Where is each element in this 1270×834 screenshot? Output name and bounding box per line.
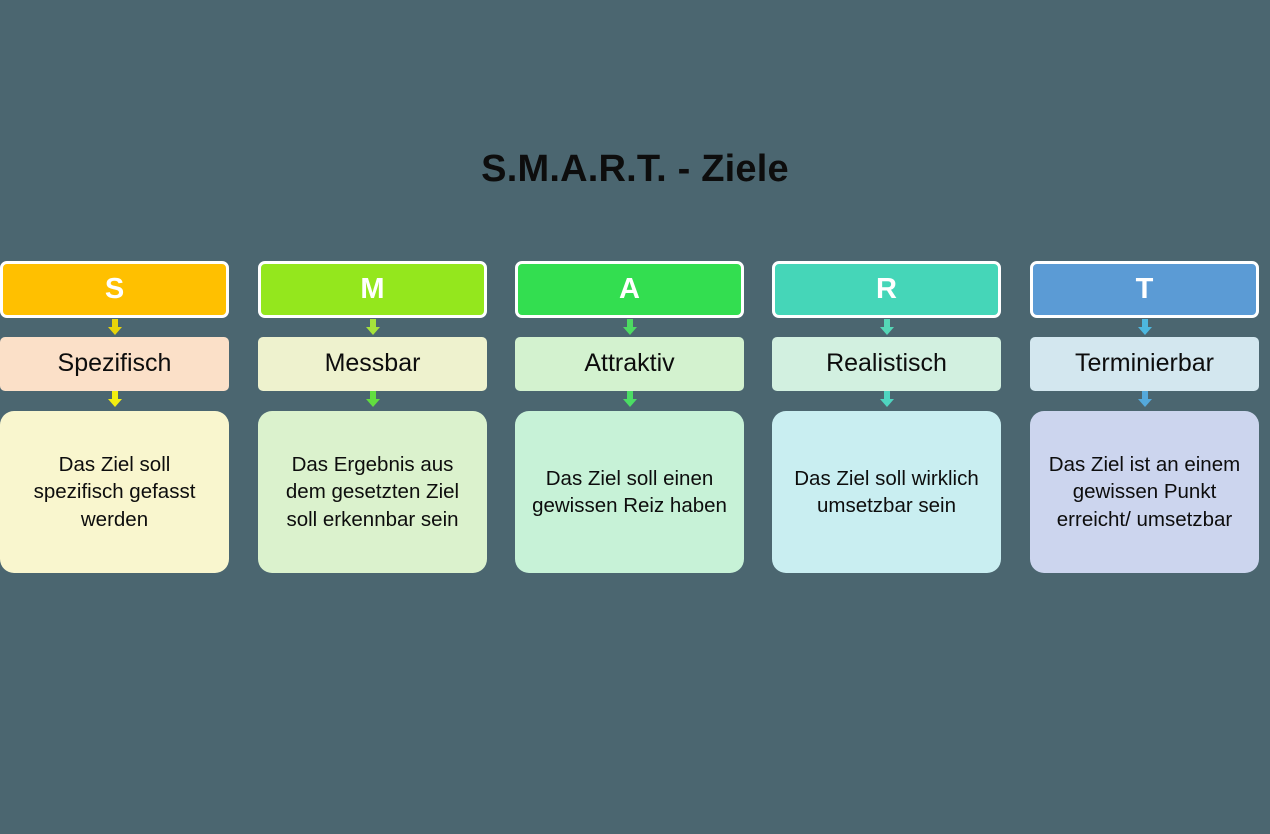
- arrow-down-icon-s-2: [107, 391, 122, 407]
- letter-label-m: M: [360, 273, 385, 305]
- term-label-s: Spezifisch: [57, 349, 172, 378]
- description-text-a: Das Ziel soll einen gewissen Reiz haben: [532, 466, 727, 517]
- letter-label-t: T: [1135, 273, 1154, 305]
- letter-box-r[interactable]: R: [772, 261, 1001, 318]
- arrow-down-icon-t-2: [1137, 391, 1152, 407]
- smart-column-r: R Realistisch Das Ziel soll wirklich ums…: [772, 261, 1001, 573]
- smart-column-a: A Attraktiv Das Ziel soll einen gewissen…: [515, 261, 744, 573]
- arrow-down-icon-a-1: [622, 319, 637, 335]
- letter-box-t[interactable]: T: [1030, 261, 1259, 318]
- letter-label-r: R: [876, 273, 897, 305]
- description-box-m[interactable]: Das Ergebnis aus dem gesetzten Ziel soll…: [258, 411, 487, 573]
- term-box-m[interactable]: Messbar: [258, 337, 487, 391]
- page-title: S.M.A.R.T. - Ziele: [481, 148, 789, 190]
- letter-label-s: S: [104, 273, 125, 305]
- term-label-m: Messbar: [324, 349, 421, 378]
- smart-columns: S Spezifisch Das Ziel soll spezifisch ge…: [0, 261, 1270, 573]
- smart-column-t: T Terminierbar Das Ziel ist an einem gew…: [1030, 261, 1259, 573]
- description-text-r: Das Ziel soll wirklich umsetzbar sein: [794, 466, 979, 517]
- description-box-t[interactable]: Das Ziel ist an einem gewissen Punkt err…: [1030, 411, 1259, 573]
- arrow-down-icon-a-2: [622, 391, 637, 407]
- letter-label-a: A: [619, 273, 640, 305]
- smart-column-s: S Spezifisch Das Ziel soll spezifisch ge…: [0, 261, 229, 573]
- term-label-a: Attraktiv: [584, 349, 675, 378]
- smart-column-m: M Messbar Das Ergebnis aus dem gesetzten…: [258, 261, 487, 573]
- arrow-down-icon-m-2: [365, 391, 380, 407]
- term-label-t: Terminierbar: [1075, 349, 1214, 378]
- arrow-down-icon-t-1: [1137, 319, 1152, 335]
- arrow-down-icon-m-1: [365, 319, 380, 335]
- term-box-r[interactable]: Realistisch: [772, 337, 1001, 391]
- term-box-t[interactable]: Terminierbar: [1030, 337, 1259, 391]
- term-label-r: Realistisch: [826, 349, 947, 378]
- arrow-down-icon-r-2: [879, 391, 894, 407]
- term-box-s[interactable]: Spezifisch: [0, 337, 229, 391]
- description-text-m: Das Ergebnis aus dem gesetzten Ziel soll…: [285, 453, 460, 531]
- term-box-a[interactable]: Attraktiv: [515, 337, 744, 391]
- description-box-s[interactable]: Das Ziel soll spezifisch gefasst werden: [0, 411, 229, 573]
- description-box-a[interactable]: Das Ziel soll einen gewissen Reiz haben: [515, 411, 744, 573]
- letter-box-s[interactable]: S: [0, 261, 229, 318]
- arrow-down-icon-s-1: [107, 319, 122, 335]
- arrow-down-icon-r-1: [879, 319, 894, 335]
- description-box-r[interactable]: Das Ziel soll wirklich umsetzbar sein: [772, 411, 1001, 573]
- letter-box-a[interactable]: A: [515, 261, 744, 318]
- description-text-s: Das Ziel soll spezifisch gefasst werden: [33, 453, 196, 531]
- description-text-t: Das Ziel ist an einem gewissen Punkt err…: [1048, 453, 1241, 531]
- letter-box-m[interactable]: M: [258, 261, 487, 318]
